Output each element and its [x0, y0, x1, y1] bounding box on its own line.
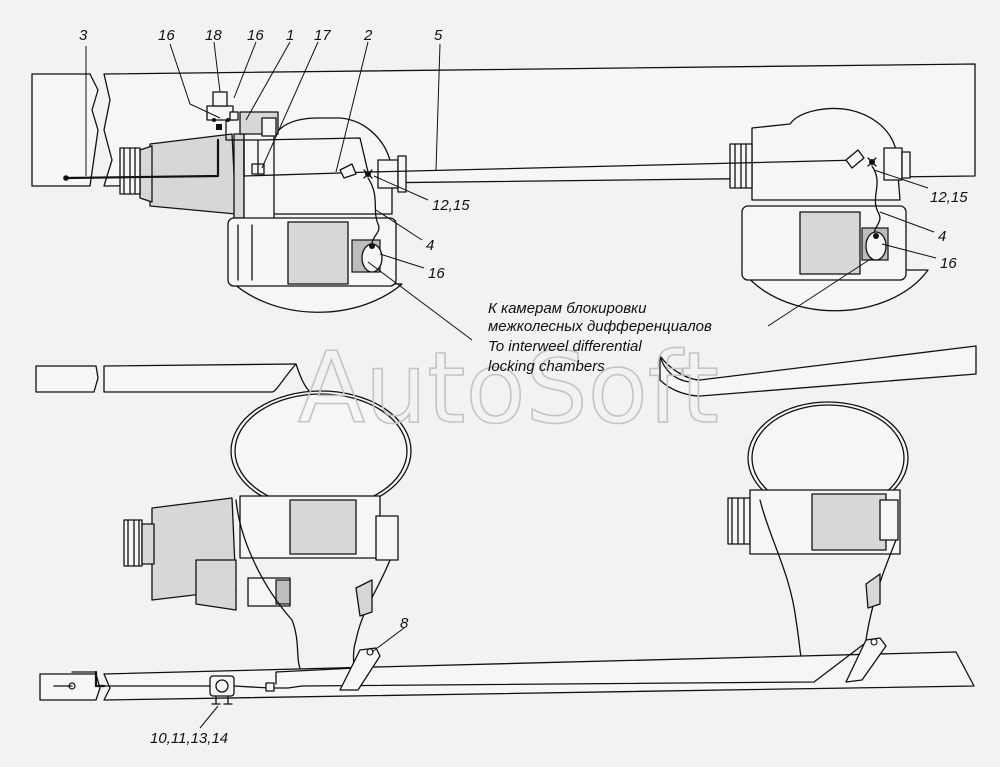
- callout-16: 16: [940, 255, 957, 272]
- callout-4: 4: [938, 228, 946, 245]
- callout-1: 1: [286, 27, 294, 44]
- note-line-ru-2: межколесных дифференциалов: [488, 318, 712, 335]
- note-line-ru-1: К камерам блокировки: [488, 300, 647, 317]
- callout-12-15: 12,15: [930, 189, 968, 206]
- destination-note: К камерам блокировки межколесных диффере…: [488, 300, 712, 375]
- lower-air-lines: [53, 637, 887, 705]
- middle-frame-section: [35, 345, 977, 515]
- callout-3: 3: [79, 27, 88, 44]
- callout-2: 2: [363, 27, 373, 44]
- front-rear-axle-top-view: [119, 111, 407, 313]
- lower-axle-left: [123, 495, 399, 671]
- callout-17: 17: [314, 27, 331, 44]
- note-line-en-1: To interweel differential: [488, 338, 642, 355]
- callout-labels: 3 16 18 16 1 17 2 5 12,15 4 16 12,15 4 1…: [79, 27, 968, 747]
- callout-16: 16: [428, 265, 445, 282]
- callout-18: 18: [205, 27, 222, 44]
- callout-12-15: 12,15: [432, 197, 470, 214]
- leader-lines: [85, 41, 937, 729]
- rear-axle-top-view: [729, 107, 929, 312]
- callout-16: 16: [158, 27, 175, 44]
- lower-frame-rail: [39, 651, 975, 701]
- note-line-en-2: locking chambers: [488, 358, 605, 375]
- upper-air-lines: [63, 91, 887, 273]
- callout-4: 4: [426, 237, 434, 254]
- lower-axle-right: [727, 489, 901, 671]
- callout-10-11-13-14: 10,11,13,14: [150, 730, 228, 747]
- callout-8: 8: [400, 615, 409, 632]
- callout-5: 5: [434, 27, 443, 44]
- callout-16: 16: [247, 27, 264, 44]
- watermark: AutoSoft: [298, 332, 719, 446]
